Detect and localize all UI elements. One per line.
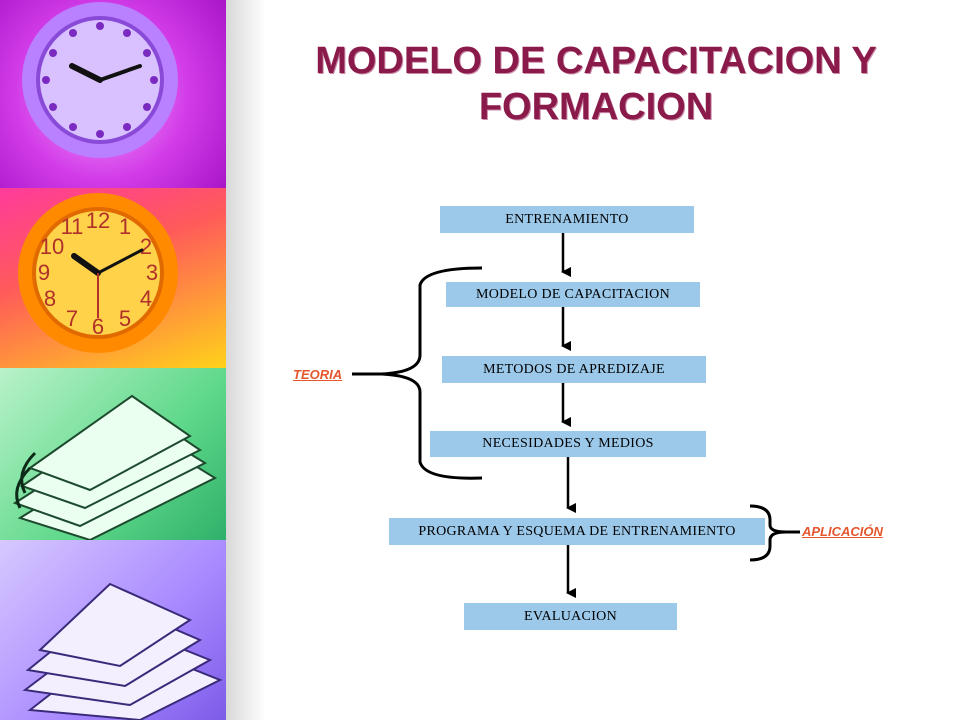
svg-text:10: 10 [40, 234, 64, 259]
svg-text:6: 6 [92, 314, 104, 339]
svg-text:3: 3 [146, 260, 158, 285]
flow-box-entrenamiento: ENTRENAMIENTO [440, 206, 694, 233]
svg-text:8: 8 [44, 286, 56, 311]
flow-box-evaluacion: EVALUACION [464, 603, 677, 630]
svg-text:5: 5 [119, 306, 131, 331]
flow-box-programa-y-esquema: PROGRAMA Y ESQUEMA DE ENTRENAMIENTO [389, 518, 765, 545]
violet-papers-icon [0, 540, 226, 720]
svg-text:2: 2 [140, 234, 152, 259]
svg-text:12: 12 [86, 208, 110, 233]
green-papers-icon [0, 368, 226, 540]
svg-text:11: 11 [61, 214, 84, 239]
purple-clock-icon [0, 0, 226, 188]
svg-text:7: 7 [66, 306, 78, 331]
svg-text:9: 9 [38, 260, 50, 285]
flow-box-metodos-de-aprendizaje: METODOS DE APREDIZAJE [442, 356, 706, 383]
slide-title: MODELO DE CAPACITACION Y FORMACION [315, 40, 877, 128]
side-strip-shadow [226, 0, 266, 720]
theory-label: TEORIA [293, 367, 343, 382]
flow-box-necesidades-y-medios: NECESIDADES Y MEDIOS [430, 431, 706, 457]
application-label: APLICACIÓN [802, 524, 883, 539]
svg-text:1: 1 [119, 214, 131, 239]
svg-text:4: 4 [140, 286, 152, 311]
flow-box-modelo-de-capacitacion: MODELO DE CAPACITACION [446, 282, 700, 307]
